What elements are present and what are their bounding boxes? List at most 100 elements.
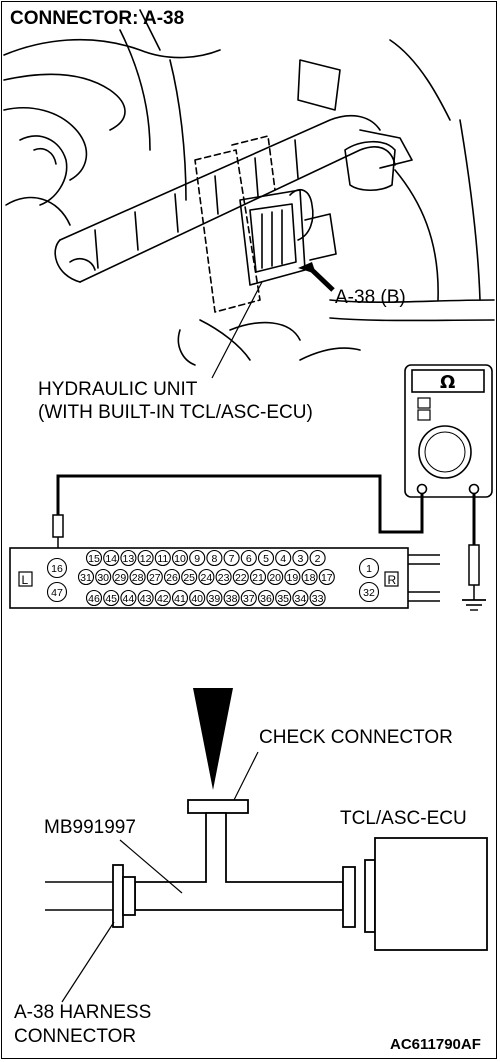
connector-title: CONNECTOR: A-38	[10, 8, 184, 29]
pin-number: 11	[157, 553, 168, 565]
pin-number: 37	[243, 593, 255, 605]
pin-13: 13	[120, 549, 137, 567]
pin-39: 39	[206, 589, 223, 607]
pin-number: 2	[315, 553, 321, 565]
mb991997-tool	[112, 799, 356, 928]
pin-41: 41	[171, 589, 189, 607]
pin-10: 10	[171, 549, 189, 567]
pin-number: 33	[312, 593, 324, 605]
pin-31: 31	[77, 568, 95, 586]
pin-number: 16	[51, 563, 63, 575]
pin-number: 10	[174, 553, 186, 565]
pin-4: 4	[275, 549, 292, 567]
side-left-label: L	[22, 573, 29, 587]
pin-1: 1	[358, 557, 380, 579]
pin-16: 16	[46, 557, 68, 579]
pin-43: 43	[137, 589, 154, 607]
pin-19: 19	[284, 568, 301, 586]
pin-40: 40	[189, 589, 206, 607]
pin-15: 15	[85, 549, 103, 567]
pin-17: 17	[318, 568, 335, 586]
pin-number: 12	[140, 553, 152, 565]
pointer-arrow	[310, 268, 335, 292]
pin-33: 33	[309, 589, 326, 607]
tool-label: MB991997	[44, 817, 136, 838]
harness-label-1: A-38 HARNESS	[14, 1002, 151, 1023]
pin-number: 14	[105, 553, 117, 565]
pin-46: 46	[85, 589, 103, 607]
pin-number: 20	[269, 572, 281, 584]
pin-38: 38	[223, 589, 240, 607]
pin-9: 9	[189, 549, 206, 567]
pin-18: 18	[301, 568, 318, 586]
leader-line	[233, 751, 259, 801]
pin-number: 21	[252, 572, 264, 584]
pin-11: 11	[154, 549, 171, 567]
unit-label-1: HYDRAULIC UNIT	[38, 379, 198, 400]
probe-tip	[52, 514, 64, 538]
pin-number: 47	[51, 587, 63, 599]
pin-number: 43	[140, 593, 152, 605]
pin-number: 40	[191, 593, 203, 605]
pin-number: 4	[280, 553, 286, 565]
pin-14: 14	[103, 549, 120, 567]
pin-26: 26	[163, 568, 181, 586]
pin-27: 27	[146, 568, 163, 586]
leader-line	[61, 921, 115, 1003]
pin-24: 24	[198, 568, 215, 586]
pin-number: 23	[218, 572, 230, 584]
pin-22: 22	[232, 568, 249, 586]
pin-2: 2	[309, 549, 326, 567]
pin-number: 42	[157, 593, 169, 605]
pin-12: 12	[137, 549, 154, 567]
pin-number: 17	[321, 572, 333, 584]
pin-45: 45	[103, 589, 120, 607]
pin-number: 36	[260, 593, 272, 605]
leader-line	[119, 839, 183, 894]
insert-direction-arrow	[193, 688, 233, 790]
side-right-label: R	[388, 573, 397, 587]
engine-bay-illustration	[3, 9, 495, 366]
pin-number: 8	[211, 553, 217, 565]
pin-47: 47	[46, 581, 68, 603]
pin-number: 15	[88, 553, 100, 565]
pin-number: 34	[295, 593, 307, 605]
pin-number: 45	[105, 593, 117, 605]
pin-number: 13	[123, 553, 135, 565]
leader-line	[211, 281, 263, 379]
figure-code: AC611790AF	[390, 1036, 481, 1053]
pin-20: 20	[267, 568, 284, 586]
pin-number: 25	[183, 572, 195, 584]
pin-44: 44	[120, 589, 137, 607]
pin-35: 35	[275, 589, 292, 607]
red-test-lead	[56, 474, 424, 534]
pin-number: 29	[115, 572, 127, 584]
pin-number: 7	[229, 553, 235, 565]
pin-3: 3	[292, 549, 309, 567]
pin-21: 21	[249, 568, 267, 586]
pin-number: 30	[97, 572, 109, 584]
connector-label: A-38 (B)	[335, 287, 406, 308]
pin-23: 23	[215, 568, 232, 586]
unit-label-2: (WITH BUILT-IN TCL/ASC-ECU)	[38, 402, 313, 423]
pin-number: 5	[263, 553, 269, 565]
pin-number: 6	[246, 553, 252, 565]
pin-6: 6	[240, 549, 257, 567]
pin-25: 25	[181, 568, 198, 586]
pin-37: 37	[240, 589, 257, 607]
ohm-icon: Ω	[440, 372, 455, 393]
tcl-asc-ecu	[364, 837, 488, 951]
pin-29: 29	[112, 568, 129, 586]
check-connector-label: CHECK CONNECTOR	[259, 727, 453, 748]
pin-number: 38	[226, 593, 238, 605]
check-connector	[187, 799, 249, 814]
pin-7: 7	[223, 549, 240, 567]
pin-number: 44	[123, 593, 135, 605]
pin-number: 39	[209, 593, 221, 605]
pin-number: 27	[149, 572, 161, 584]
ecu-label: TCL/ASC-ECU	[340, 808, 467, 829]
pin-number: 9	[194, 553, 200, 565]
ohmmeter: Ω	[404, 364, 493, 498]
pin-5: 5	[257, 549, 275, 567]
